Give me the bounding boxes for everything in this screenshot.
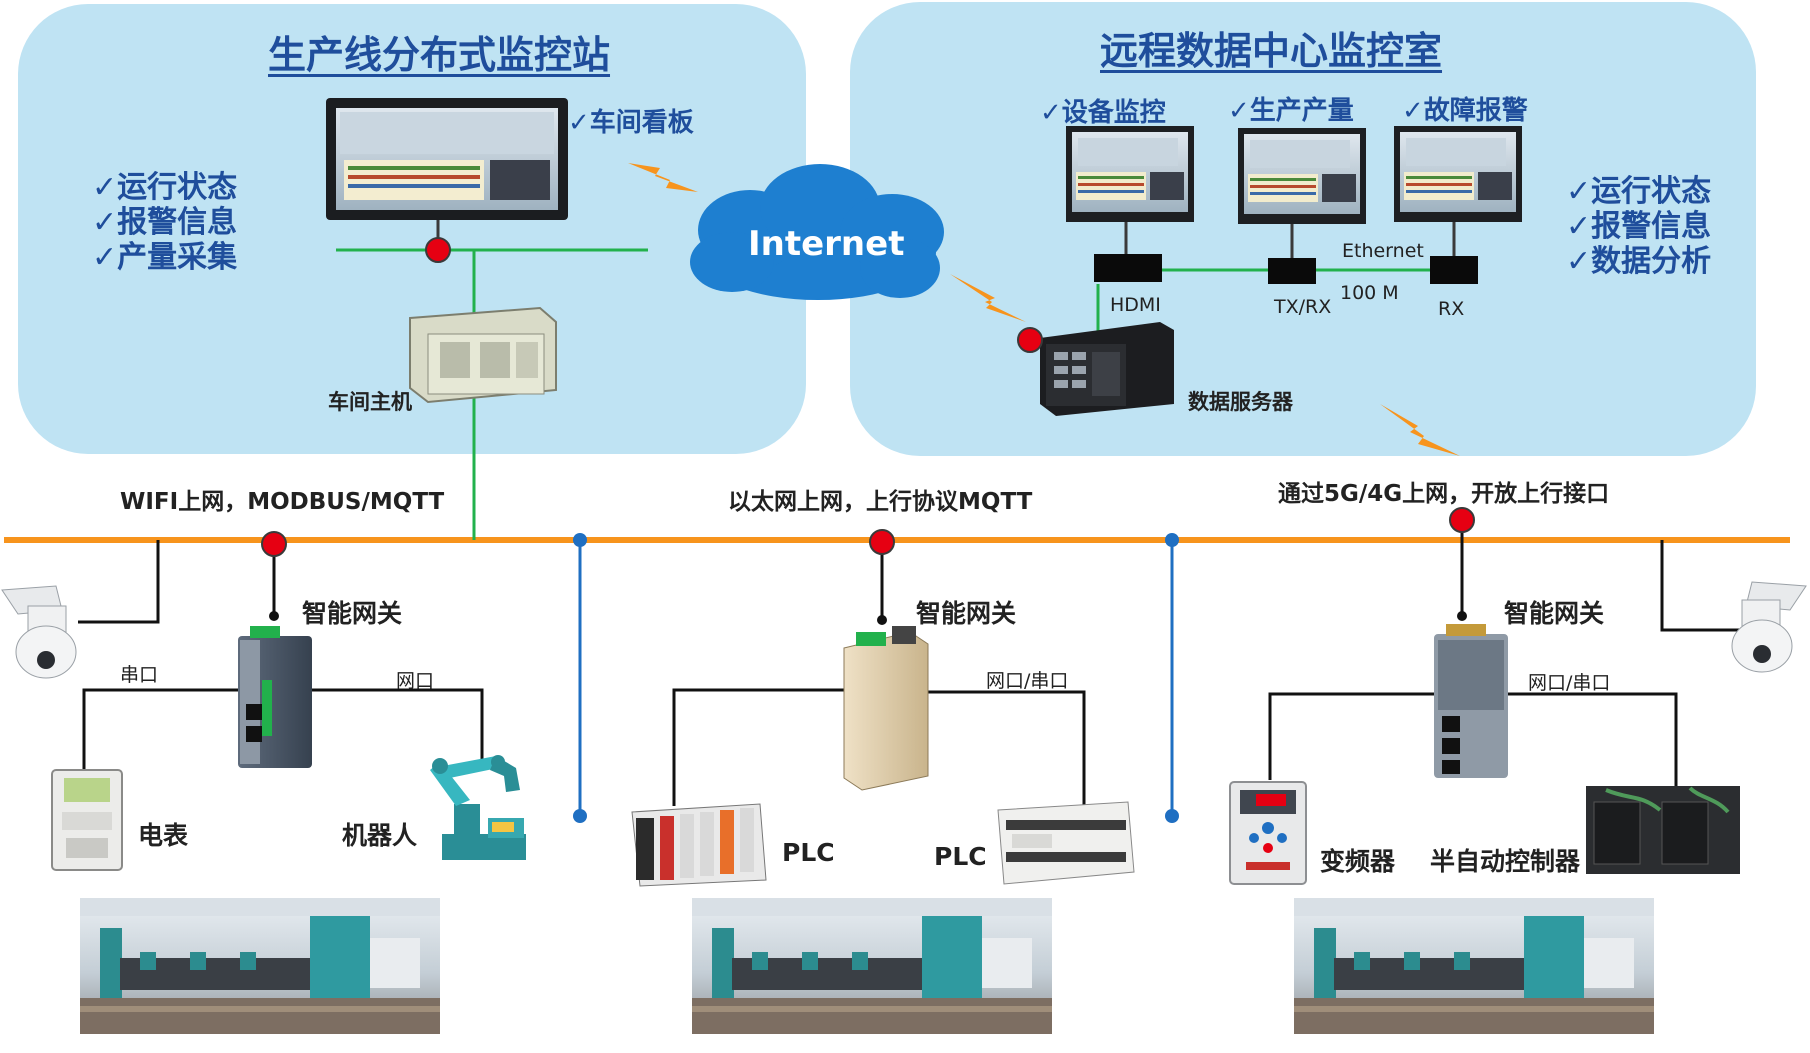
workshop-board-monitor [326, 98, 568, 220]
txrx-label: TX/RX [1274, 296, 1332, 318]
smart-gateway-1 [238, 626, 312, 768]
wireless-bolt-icon [950, 274, 1026, 322]
production-line-photo-2 [692, 898, 1052, 1034]
right-monitoring-panel [850, 2, 1756, 456]
gateway-label: 智能网关 [916, 599, 1017, 628]
production-line-photo-1 [80, 898, 440, 1034]
dome-camera-left-icon [1, 585, 77, 679]
left-check-item: ✓报警信息 [92, 205, 238, 240]
internet-label: Internet [748, 224, 905, 264]
workshop-host-label: 车间主机 [328, 390, 412, 414]
device-label: 变频器 [1320, 847, 1396, 876]
workshop-board-label: ✓车间看板 [568, 108, 694, 138]
right-panel-title: 远程数据中心监控室 [1100, 29, 1443, 73]
hdmi-label: HDMI [1110, 294, 1161, 316]
device-label: 电表 [138, 821, 189, 850]
wireless-bolt-icon [628, 163, 698, 192]
production-line-photo-3 [1294, 898, 1654, 1034]
uplink-left-label: WIFI上网，MODBUS/MQTT [120, 489, 445, 515]
plc-modular-icon [631, 803, 767, 887]
right-check-item: ✓运行状态 [1566, 174, 1712, 209]
data-server-icon [1040, 322, 1174, 416]
robot-arm-icon [430, 755, 526, 860]
production-monitor [1238, 128, 1366, 224]
fault-monitor [1394, 126, 1522, 222]
plc-compact-icon [997, 801, 1135, 885]
serial-port-label: 串口 [120, 664, 159, 686]
ethernet-label: Ethernet [1342, 240, 1424, 262]
smart-gateway-3 [1434, 624, 1508, 778]
data-server-label: 数据服务器 [1188, 390, 1293, 414]
dome-camera-right-icon [1731, 581, 1807, 673]
semi-auto-controller-icon [1586, 786, 1740, 874]
workshop-host-pc [409, 306, 557, 404]
inverter-icon [1229, 781, 1307, 885]
equipment-monitor [1066, 126, 1194, 222]
gateway-label: 智能网关 [302, 599, 403, 628]
device-label: PLC [782, 838, 835, 867]
monitor-label-production: ✓生产产量 [1228, 96, 1354, 126]
speed-label: 100 M [1340, 282, 1399, 304]
smart-gateway-2 [843, 626, 929, 791]
device-label: PLC [934, 842, 987, 871]
right-checklist: ✓运行状态 ✓报警信息 ✓数据分析 [1566, 174, 1711, 279]
device-label: 半自动控制器 [1430, 847, 1581, 876]
hdmi-port [1094, 254, 1162, 282]
port-label: 网口/串口 [1528, 672, 1611, 694]
monitor-label-equipment: ✓设备监控 [1040, 98, 1166, 128]
electric-meter-icon [51, 769, 123, 871]
right-check-item: ✓数据分析 [1566, 244, 1712, 279]
right-check-item: ✓报警信息 [1566, 209, 1712, 244]
rx-label: RX [1438, 298, 1465, 320]
wireless-bolt-icon [1380, 404, 1460, 456]
rx-port [1430, 256, 1478, 284]
gateway-label: 智能网关 [1504, 599, 1605, 628]
left-check-item: ✓运行状态 [92, 170, 238, 205]
left-panel-title: 生产线分布式监控站 [268, 33, 611, 77]
txrx-port [1268, 258, 1316, 284]
monitor-label-fault: ✓故障报警 [1402, 96, 1528, 126]
left-checklist: ✓运行状态 ✓报警信息 ✓产量采集 [92, 170, 237, 275]
left-check-item: ✓产量采集 [92, 240, 238, 275]
device-label: 机器人 [342, 821, 418, 850]
network-port-label: 网口 [396, 670, 435, 692]
port-label: 网口/串口 [986, 670, 1069, 692]
uplink-middle-label: 以太网上网，上行协议MQTT [728, 489, 1033, 515]
uplink-right-label: 通过5G/4G上网，开放上行接口 [1278, 481, 1610, 507]
internet-cloud-icon [690, 164, 944, 300]
